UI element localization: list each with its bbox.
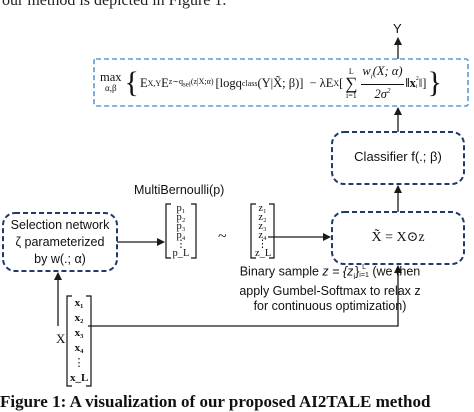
selection-line-3: by w(.; α) xyxy=(34,252,86,266)
classifier-box-frame xyxy=(331,131,465,185)
p-item-4: p₄ xyxy=(176,230,186,241)
x-item-4: x₄ xyxy=(74,342,84,354)
norm-sup: 2 xyxy=(415,76,419,82)
z-item-1: z₁ xyxy=(258,203,267,214)
log-sub: class xyxy=(241,78,258,88)
binary-note-sup: L xyxy=(362,264,367,271)
x-vector-right-bracket xyxy=(86,295,92,387)
sum-bottom: i=1 xyxy=(345,90,357,100)
p-item-1: p₁ xyxy=(176,203,186,214)
expectation-inner-subsub: sel xyxy=(183,80,191,89)
selection-box-frame xyxy=(2,212,118,272)
expectation-outer: E xyxy=(139,75,148,90)
binary-note-sub: i xyxy=(353,271,356,281)
binary-note-range: i=1 xyxy=(359,272,369,279)
expectation-outer-sub: X,Y xyxy=(147,78,162,88)
objective-box-frame xyxy=(93,58,469,107)
x-vector: x₁ x₂ x₃ x₄ ⋮ x_L xyxy=(70,296,88,386)
binary-note-line-2: apply Gumbel-Softmax to relax z xyxy=(239,283,421,298)
selection-line-1: Selection network xyxy=(10,218,110,232)
reg-open-bracket: [ xyxy=(339,75,344,90)
x-item-2: x₂ xyxy=(74,312,84,324)
classifier-label: Classifier f(.; β) xyxy=(354,149,442,164)
log-term: [logq xyxy=(215,75,242,90)
objective-right-brace: } xyxy=(427,66,442,99)
expectation-inner-args: (z|X;α) xyxy=(190,77,214,87)
selection-line-2: ζ parameterized xyxy=(15,235,105,249)
sum-top: L xyxy=(348,66,354,76)
fraction: wi(X; α) 2σ2 xyxy=(361,64,404,101)
x-vector-left-bracket xyxy=(66,295,72,387)
p-item-2: p₂ xyxy=(176,212,186,223)
binary-note-close: } xyxy=(355,264,360,279)
multibernoulli-label: MultiBernoulli(p) xyxy=(134,183,225,197)
z-item-2: z₂ xyxy=(258,212,267,223)
max-subscript: α,β xyxy=(104,83,117,93)
z-vector: z₁ z₂ z₃ z₄ ⋮ z_L xyxy=(255,203,272,259)
tilde-symbol: ~ xyxy=(218,228,227,245)
arrow-x-to-product xyxy=(88,265,402,327)
header-text: our method is depicted in Figure 1. xyxy=(2,0,227,9)
norm-close: ‖] xyxy=(418,75,427,90)
p-vector-right-bracket xyxy=(191,203,197,259)
x-item-3: x₃ xyxy=(74,327,84,339)
selection-network-label: Selection network ζ parameterized by w(.… xyxy=(3,217,117,268)
product-box-frame xyxy=(331,211,465,265)
objective-left-brace: { xyxy=(124,66,139,99)
binary-note-prefix: Binary sample xyxy=(239,264,323,279)
z-vector-left-bracket xyxy=(250,203,256,259)
x-item-1: x₁ xyxy=(74,297,84,309)
reg-term: − λE xyxy=(309,75,334,90)
p-item-ellipsis: ⋮ xyxy=(175,239,187,250)
norm-sub: i xyxy=(415,84,418,90)
expectation-inner-sub: z∼q xyxy=(168,77,184,87)
reg-sub: X xyxy=(333,78,340,88)
p-item-3: p₃ xyxy=(176,221,186,232)
sum-operator: L ∑ i=1 xyxy=(345,66,358,100)
frac-num-sub: i xyxy=(370,72,373,81)
x-item-ellipsis: ⋮ xyxy=(73,357,85,369)
frac-den-sup: 2 xyxy=(386,86,391,95)
z-vector-right-bracket xyxy=(269,203,275,259)
norm-term: ‖x xyxy=(405,75,416,90)
x-item-L: x_L xyxy=(70,372,89,384)
p-item-L: p_L xyxy=(172,248,190,259)
expectation-inner: E xyxy=(161,75,169,90)
z-item-L: z_L xyxy=(255,248,272,259)
log-args: (Y|X̃; β)] xyxy=(257,75,304,90)
frac-numerator: w xyxy=(362,64,371,79)
product-label: X̃ = X⊙z xyxy=(371,230,425,245)
binary-note-z-set: z = {z xyxy=(322,264,354,279)
frac-num-args: (X; α) xyxy=(372,64,403,79)
z-item-ellipsis: ⋮ xyxy=(257,239,268,250)
p-vector-left-bracket xyxy=(165,203,171,259)
figure-caption: Figure 1: A visualization of our propose… xyxy=(0,392,431,411)
frac-denominator: 2σ xyxy=(374,86,387,101)
binary-note-line-3: for continuous optimization) xyxy=(253,298,407,313)
binary-note-suffix: (we then xyxy=(368,264,421,279)
z-item-3: z₃ xyxy=(258,221,267,232)
x-input-label: X xyxy=(56,331,66,346)
z-item-4: z₄ xyxy=(258,230,267,241)
output-y-label: Y xyxy=(393,21,402,36)
p-vector: p₁ p₂ p₃ p₄ ⋮ p_L xyxy=(170,203,192,259)
